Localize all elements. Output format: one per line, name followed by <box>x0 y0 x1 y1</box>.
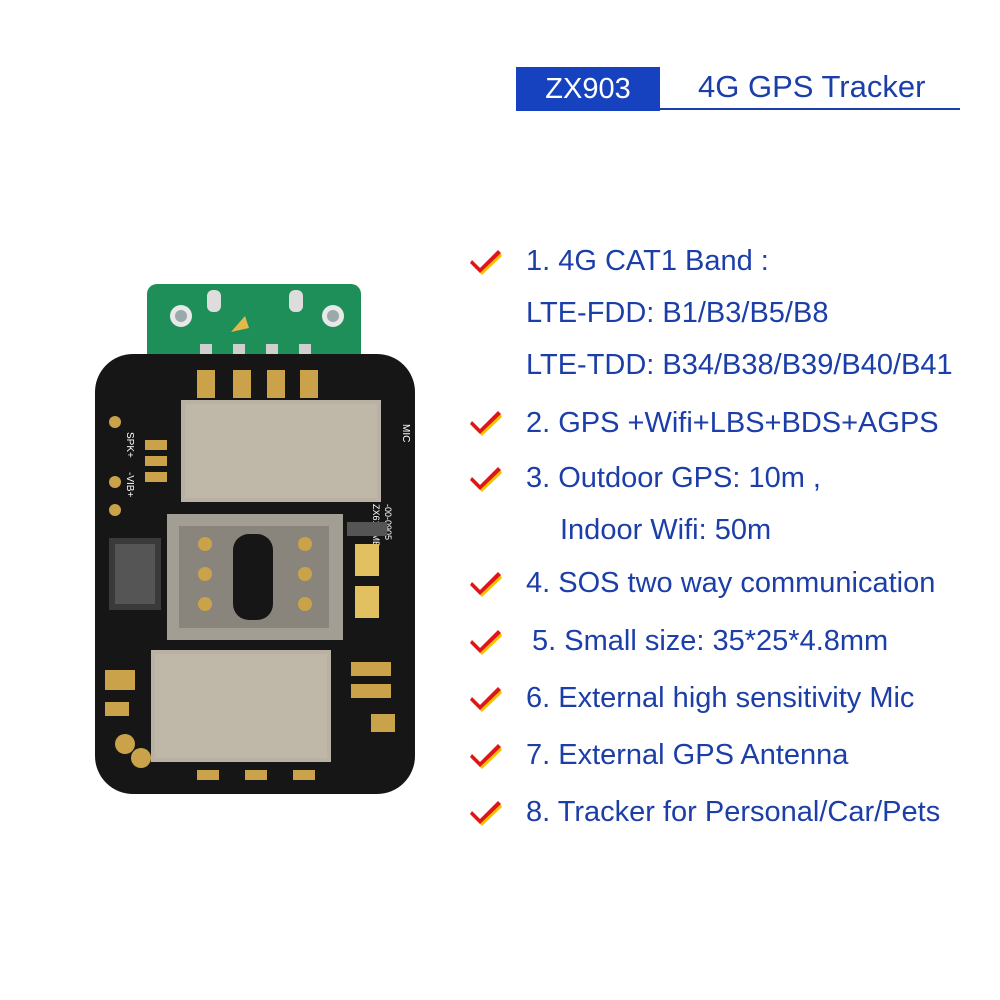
gps-tracker-board-image: SPK+ -VIB+ MIC ZX610-MB -00-0905 <box>85 282 425 797</box>
feature-1-line-3: LTE-TDD: B34/B38/B39/B40/B41 <box>526 349 953 381</box>
feature-3-line-1: 3. Outdoor GPS: 10m , <box>526 462 821 494</box>
page-title: 4G GPS Tracker <box>698 69 926 104</box>
feature-1-line-2: LTE-FDD: B1/B3/B5/B8 <box>526 297 829 329</box>
model-badge: ZX903 <box>516 67 660 111</box>
feature-2: 2. GPS +Wifi+LBS+BDS+AGPS <box>526 407 939 439</box>
feature-7: 7. External GPS Antenna <box>526 739 849 771</box>
feature-3-line-2: Indoor Wifi: 50m <box>560 514 772 546</box>
check-icon <box>470 630 502 655</box>
check-icon <box>470 744 502 769</box>
check-icon <box>470 411 502 436</box>
pcb-illustration: SPK+ -VIB+ MIC ZX610-MB -00-0905 <box>95 284 415 794</box>
feature-8: 8. Tracker for Personal/Car/Pets <box>526 796 941 828</box>
feature-6: 6. External high sensitivity Mic <box>526 682 915 714</box>
feature-4: 4. SOS two way communication <box>526 567 936 599</box>
check-icon <box>470 687 502 712</box>
silk-spk: SPK+ <box>124 432 135 458</box>
model-name: ZX903 <box>545 72 631 105</box>
silk-vib: -VIB+ <box>124 472 135 497</box>
feature-5: 5. Small size: 35*25*4.8mm <box>532 625 889 657</box>
silk-label-2: -00-0905 <box>383 504 393 540</box>
feature-1-line-1: 1. 4G CAT1 Band : <box>526 245 769 277</box>
check-icon <box>470 801 502 826</box>
check-icon <box>470 572 502 597</box>
check-icon <box>470 250 502 275</box>
title-underline <box>660 108 960 110</box>
check-icon <box>470 467 502 492</box>
silk-mic: MIC <box>400 424 411 442</box>
